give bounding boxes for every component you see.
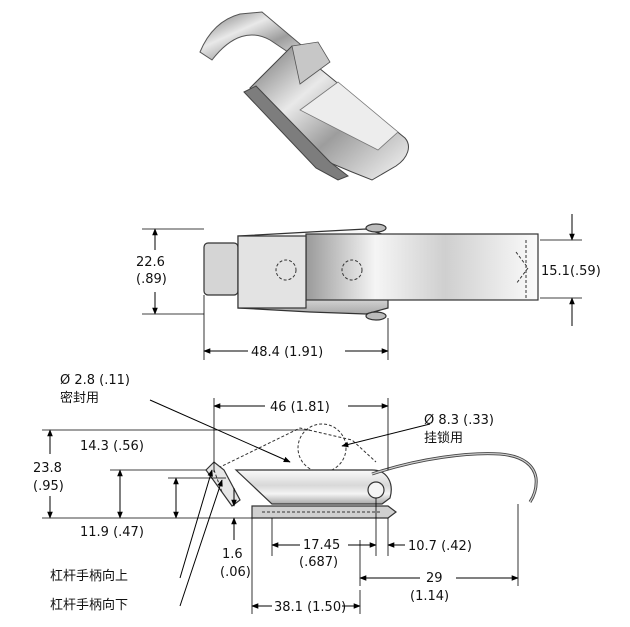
- lever-down-height-dim: 11.9 (.47): [80, 525, 144, 540]
- top-seal-hole-hidden: [275, 259, 297, 281]
- top-length-dim: 48.4 (1.91): [251, 345, 323, 360]
- seal-hole-dim: Ø 2.8 (.11): [60, 373, 130, 388]
- seal-hole-label: 密封用: [60, 390, 99, 406]
- padlock-hole-hidden: [297, 423, 347, 473]
- pin-span-dim: 46 (1.81): [270, 400, 330, 415]
- top-tip-width-dim: 15.1(.59): [541, 264, 601, 279]
- lever-up-phantom: [213, 427, 377, 471]
- lever-up-label: 杠杆手柄向上: [50, 568, 128, 584]
- top-base-left: [203, 242, 239, 296]
- hole-spacing-dim: 17.45: [303, 538, 340, 553]
- side-view: Ø 2.8 (.11) 密封用 46 (1.81) Ø 8.3 (.33) 挂锁…: [33, 373, 538, 615]
- top-hook-strap: [305, 233, 539, 301]
- overall-height-dim-inch: (.95): [33, 479, 64, 494]
- top-height-dim: 22.6: [136, 255, 165, 270]
- side-lever-tip: [205, 461, 241, 507]
- lever-up-height-dim: 14.3 (.56): [80, 439, 144, 454]
- hook-reach-dim-inch: (1.14): [410, 589, 449, 604]
- base-offset-dim-inch: (.06): [220, 565, 251, 580]
- top-height-dim-inch: (.89): [136, 272, 167, 287]
- lever-down-label: 杠杆手柄向下: [50, 597, 128, 613]
- side-hook: [371, 452, 538, 503]
- hook-reach-dim: 29: [426, 571, 443, 586]
- top-view: 22.6 (.89) 15.1(.59) 48.4 (1.91): [136, 214, 601, 360]
- padlock-hole-dim: Ø 8.3 (.33): [424, 413, 494, 428]
- side-padlock-hole: [367, 481, 385, 499]
- overall-height-dim: 23.8: [33, 461, 62, 476]
- padlock-hole-label: 挂锁用: [424, 430, 463, 446]
- hole-spacing-dim-inch: (.687): [299, 555, 338, 570]
- base-offset-dim: 1.6: [222, 547, 243, 562]
- top-padlock-hole-hidden: [341, 259, 363, 281]
- base-length-dim: 38.1 (1.50): [274, 600, 346, 615]
- product-photo: [199, 11, 409, 181]
- side-lever: [234, 469, 392, 505]
- top-lever-pivot: [237, 235, 307, 309]
- hook-offset-dim: 10.7 (.42): [408, 539, 472, 554]
